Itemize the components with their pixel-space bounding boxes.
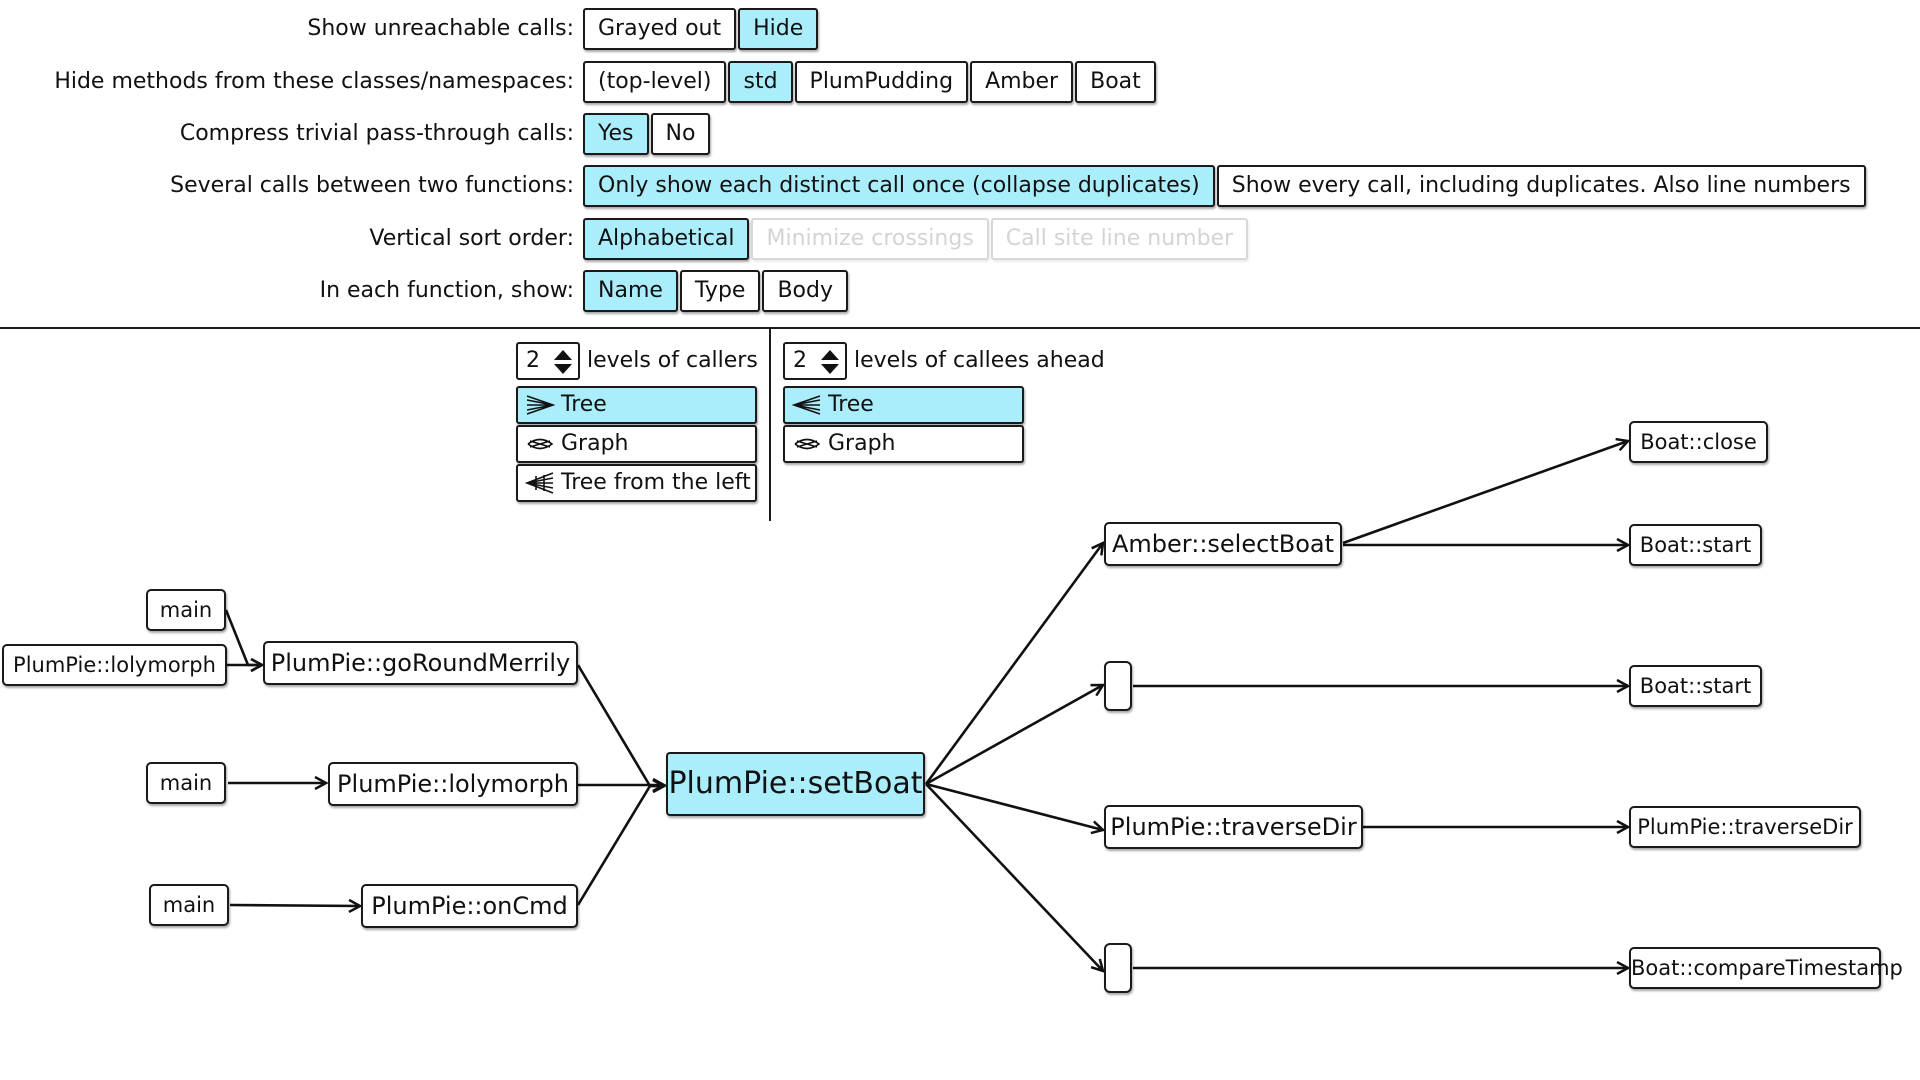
hide-std-button[interactable]: std — [728, 61, 793, 103]
caller-levels-value: 2 — [526, 348, 540, 373]
graph-icon — [527, 438, 554, 450]
callers-tree-button[interactable]: Tree — [516, 386, 757, 424]
graph-node[interactable]: Boat::start — [1629, 524, 1762, 566]
compress-yes-button[interactable]: Yes — [583, 113, 649, 155]
callee-levels-value: 2 — [793, 348, 807, 373]
hide-methods-label: Hide methods from these classes/namespac… — [54, 69, 574, 94]
callees-graph-label: Graph — [828, 431, 896, 456]
callee-levels-label: levels of callees ahead — [854, 348, 1105, 373]
hide-methods-group: (top-level) std PlumPudding Amber Boat — [583, 61, 1156, 103]
focus-function-node[interactable]: PlumPie::setBoat — [666, 752, 925, 816]
caller-levels-label: levels of callers — [587, 348, 758, 373]
show-body-button[interactable]: Body — [762, 270, 848, 312]
callee-levels-spinner[interactable]: 2 — [783, 342, 847, 380]
graph-icon — [794, 438, 821, 450]
unreachable-calls-group: Grayed out Hide — [583, 8, 819, 50]
several-calls-label: Several calls between two functions: — [170, 173, 574, 198]
sort-call-site-button: Call site line number — [990, 218, 1249, 260]
sort-minimize-crossings-button: Minimize crossings — [751, 218, 989, 260]
compress-label: Compress trivial pass-through calls: — [179, 121, 574, 146]
caller-levels-spinner[interactable]: 2 — [516, 342, 580, 380]
hide-plumpudding-button[interactable]: PlumPudding — [794, 61, 969, 103]
graph-node[interactable]: Boat::start — [1629, 665, 1762, 707]
callers-tree-from-left-button[interactable]: Tree from the left — [516, 464, 757, 502]
hide-button[interactable]: Hide — [738, 8, 819, 50]
callers-callees-divider — [769, 328, 771, 521]
unreachable-calls-label: Show unreachable calls: — [307, 16, 574, 41]
callees-graph-button[interactable]: Graph — [783, 425, 1024, 463]
graph-node[interactable]: main — [146, 762, 226, 804]
sort-order-group: Alphabetical Minimize crossings Call sit… — [583, 218, 1249, 260]
spinner-arrows-icon[interactable] — [553, 348, 573, 376]
collapsed-node[interactable] — [1104, 943, 1132, 993]
show-in-function-label: In each function, show: — [319, 278, 574, 303]
hide-boat-button[interactable]: Boat — [1075, 61, 1156, 103]
callers-tree-from-left-label: Tree from the left — [561, 470, 751, 495]
show-name-button[interactable]: Name — [583, 270, 678, 312]
sort-alphabetical-button[interactable]: Alphabetical — [583, 218, 750, 260]
edge — [224, 609, 262, 665]
graph-node[interactable]: Boat::compareTimestamp — [1629, 947, 1903, 989]
show-in-function-group: Name Type Body — [583, 270, 848, 312]
grayed-out-button[interactable]: Grayed out — [583, 8, 737, 50]
graph-node[interactable]: main — [146, 589, 226, 631]
several-calls-group: Only show each distinct call once (colla… — [583, 165, 1866, 207]
callers-tree-label: Tree — [561, 392, 607, 417]
tree-left-icon — [791, 395, 821, 415]
graph-node[interactable]: PlumPie::goRoundMerrily — [263, 641, 578, 685]
callers-graph-button[interactable]: Graph — [516, 425, 757, 463]
callers-graph-label: Graph — [561, 431, 629, 456]
collapsed-node[interactable] — [1104, 661, 1132, 711]
graph-node[interactable]: PlumPie::traverseDir — [1104, 805, 1363, 849]
graph-node[interactable]: PlumPie::lolymorph — [328, 762, 578, 806]
compress-no-button[interactable]: No — [650, 113, 711, 155]
collapse-duplicates-button[interactable]: Only show each distinct call once (colla… — [583, 165, 1215, 207]
tree-from-left-icon — [524, 472, 554, 494]
spinner-arrows-icon[interactable] — [820, 348, 840, 376]
sort-order-label: Vertical sort order: — [369, 226, 574, 251]
graph-node[interactable]: Amber::selectBoat — [1104, 522, 1342, 566]
options-divider — [0, 327, 1920, 329]
callees-tree-label: Tree — [828, 392, 874, 417]
show-every-call-button[interactable]: Show every call, including duplicates. A… — [1216, 165, 1866, 207]
callees-tree-button[interactable]: Tree — [783, 386, 1024, 424]
graph-node[interactable]: PlumPie::traverseDir — [1629, 806, 1861, 848]
hide-top-level-button[interactable]: (top-level) — [583, 61, 727, 103]
hide-amber-button[interactable]: Amber — [970, 61, 1074, 103]
graph-node[interactable]: PlumPie::lolymorph — [2, 644, 227, 686]
graph-node[interactable]: Boat::close — [1629, 421, 1768, 463]
compress-group: Yes No — [583, 113, 711, 155]
show-type-button[interactable]: Type — [679, 270, 761, 312]
graph-node[interactable]: main — [149, 884, 229, 926]
graph-node[interactable]: PlumPie::onCmd — [361, 884, 578, 928]
tree-right-icon — [526, 395, 556, 415]
